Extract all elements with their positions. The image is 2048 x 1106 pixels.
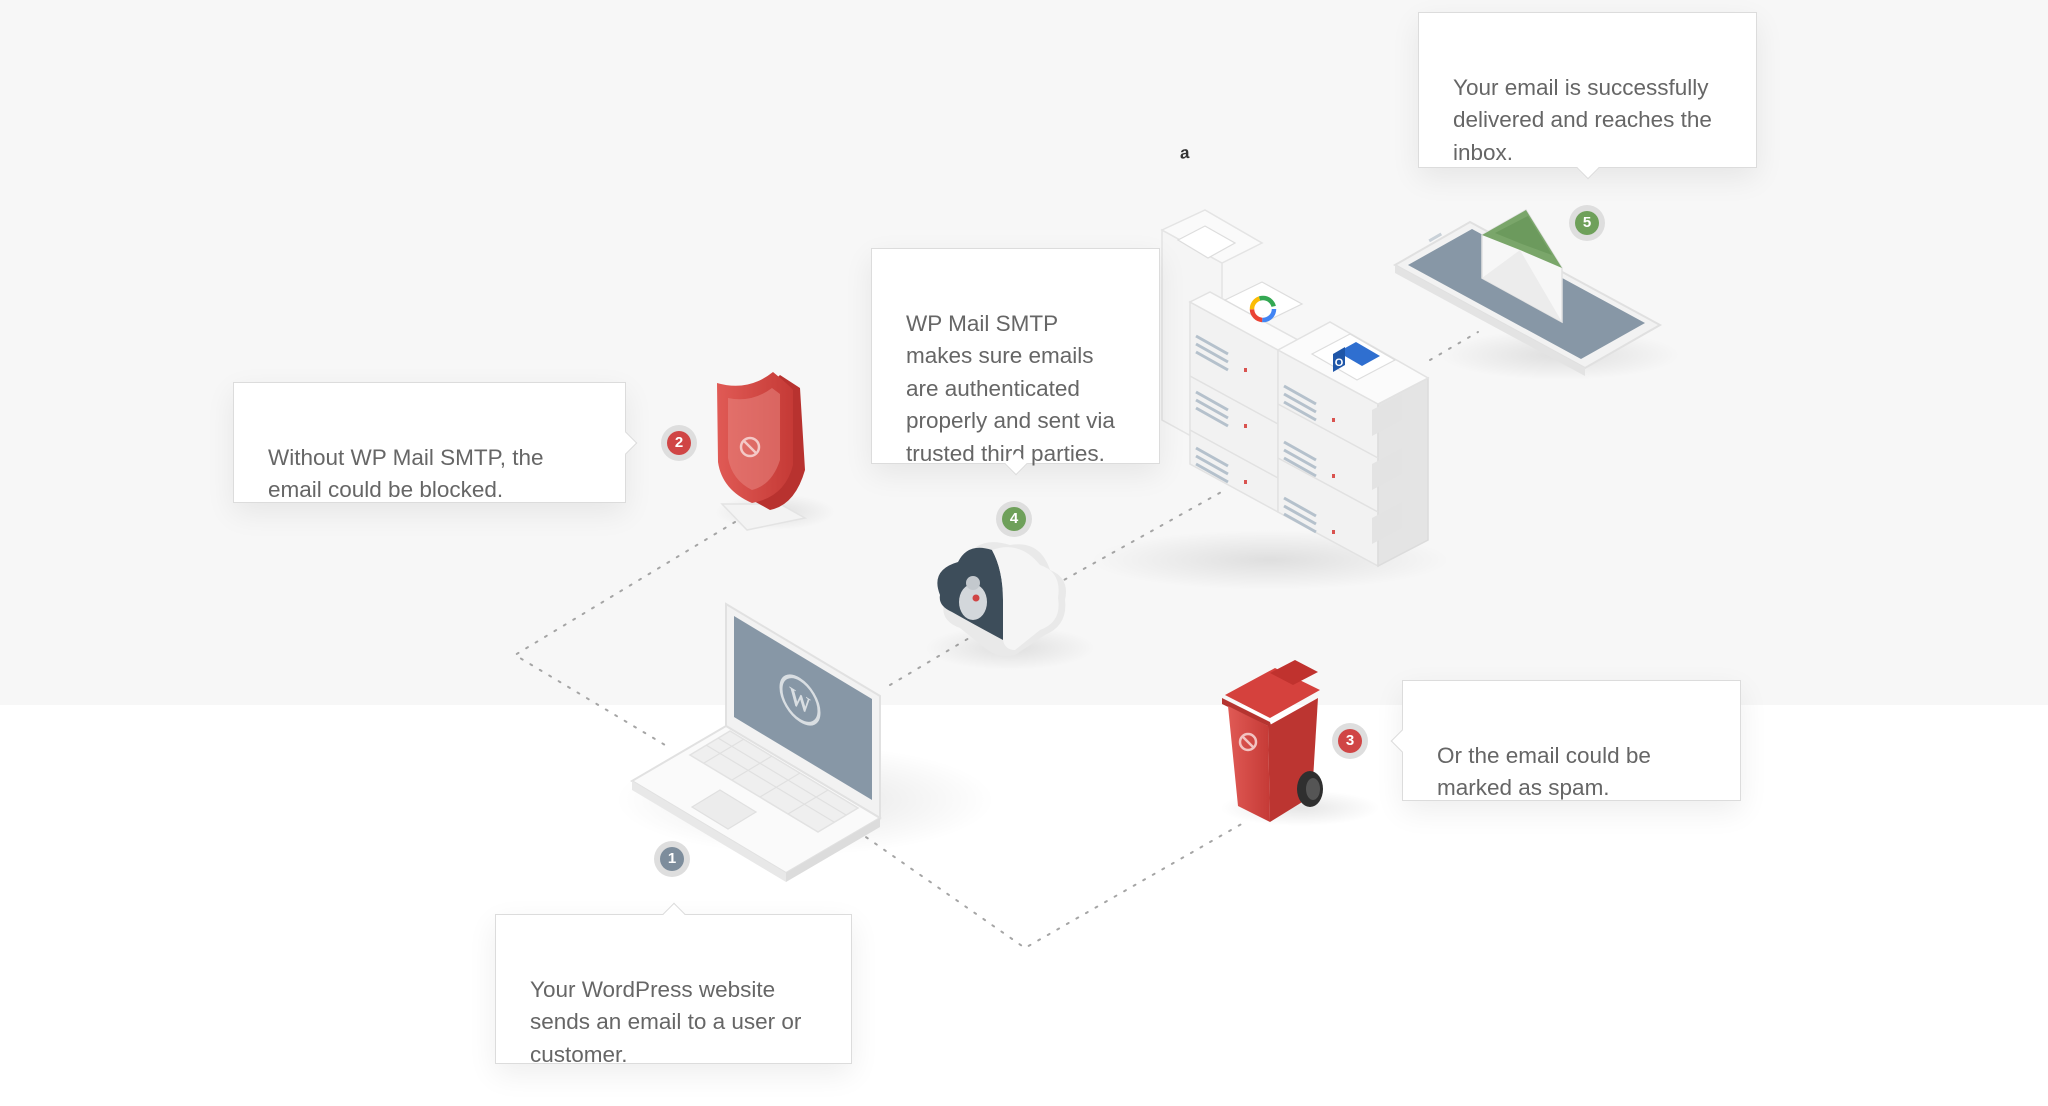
svg-text:O: O — [1335, 357, 1344, 369]
smtp-cloud-icon — [925, 542, 1095, 670]
step-1-text: Your WordPress website sends an email to… — [530, 976, 802, 1067]
block-symbol-icon — [739, 436, 761, 458]
step-5-text: Your email is successfully delivered and… — [1453, 74, 1712, 165]
step-2-badge: 2 — [661, 425, 697, 461]
svg-text:G: G — [1263, 315, 1264, 317]
step-1-badge: 1 — [654, 841, 690, 877]
step-3-number: 3 — [1338, 729, 1362, 753]
google-logo-icon: G — [1249, 295, 1277, 323]
step-5-number: 5 — [1575, 211, 1599, 235]
step-3-badge: 3 — [1332, 723, 1368, 759]
step-5-badge: 5 — [1569, 205, 1605, 241]
step-1-number: 1 — [660, 847, 684, 871]
step-4-number: 4 — [1002, 507, 1026, 531]
amazon-logo-icon: a — [1180, 143, 1190, 163]
step-2-text: Without WP Mail SMTP, the email could be… — [268, 444, 544, 503]
step-3-text: Or the email could be marked as spam. — [1437, 742, 1651, 801]
blocked-shield-icon — [715, 372, 835, 531]
wordpress-laptop-icon: W — [615, 602, 995, 882]
mail-provider-servers-icon: a G — [1090, 143, 1450, 590]
step-1-callout: Your WordPress website sends an email to… — [495, 914, 852, 1067]
step-4-text: WP Mail SMTP makes sure emails are authe… — [906, 310, 1115, 466]
step-2-number: 2 — [667, 431, 691, 455]
bin-wheel-icon — [1297, 771, 1323, 807]
envelope-icon — [1481, 208, 1563, 324]
step-4-callout: WP Mail SMTP makes sure emails are authe… — [871, 248, 1160, 466]
inbox-phone-icon — [1392, 208, 1680, 380]
step-3-callout: Or the email could be marked as spam. — [1402, 680, 1741, 801]
step-5-callout: Your email is successfully delivered and… — [1418, 12, 1757, 168]
step-4-badge: 4 — [996, 501, 1032, 537]
step-2-callout: Without WP Mail SMTP, the email could be… — [233, 382, 626, 503]
pigeon-mascot-icon — [959, 576, 987, 620]
block-symbol-icon — [1238, 732, 1258, 752]
spam-trash-bin-icon — [1220, 660, 1380, 826]
outlook-logo-icon: O — [1333, 342, 1380, 372]
